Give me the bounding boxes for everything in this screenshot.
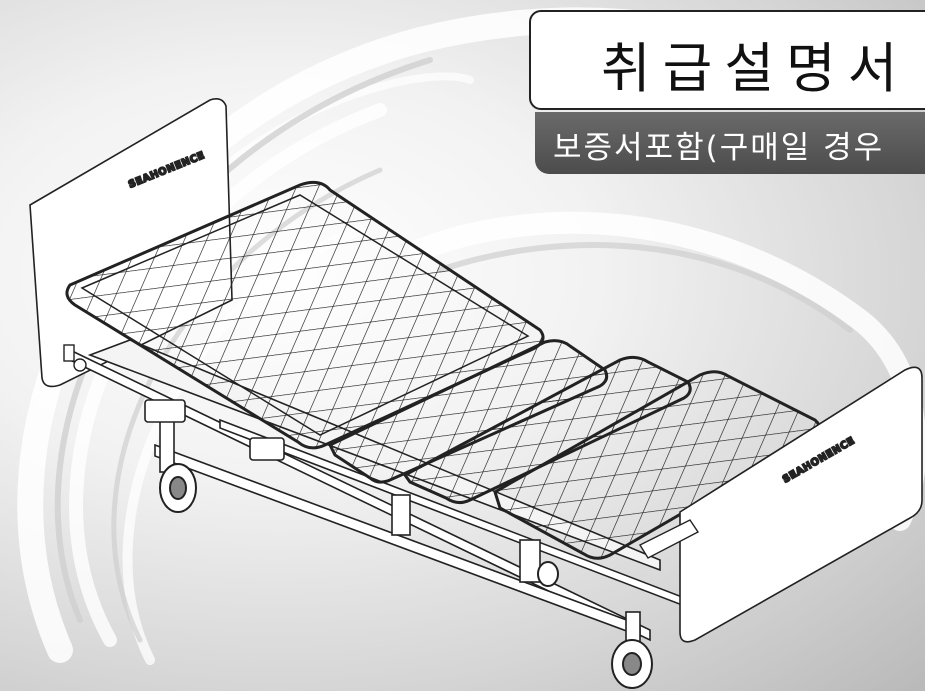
title-box: 취급설명서 [529,10,925,110]
footboard: SEAHONENCE [679,366,923,643]
subtitle-band: 보증서포함(구매일 경우 [535,112,925,174]
document-subtitle: 보증서포함(구매일 경우 [553,130,885,166]
document-title: 취급설명서 [601,37,910,100]
caster-wheels [159,463,653,689]
